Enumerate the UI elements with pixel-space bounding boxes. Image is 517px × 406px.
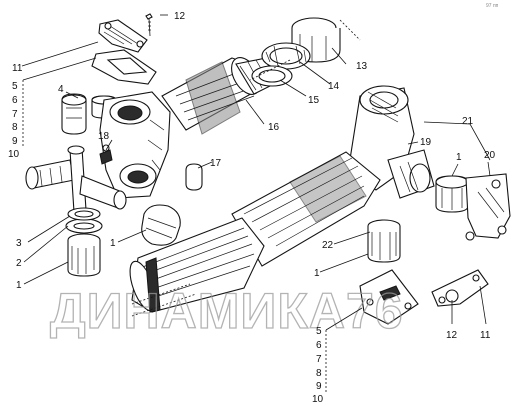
- part-plug-17: [185, 163, 203, 191]
- part-clamp-20: [465, 173, 511, 241]
- part-washer-3: [67, 207, 101, 221]
- part-outer-tube: [231, 151, 381, 267]
- callout-9-bottom: 9: [316, 381, 322, 392]
- callout-3: 3: [16, 238, 22, 249]
- callout-18: 18: [98, 131, 110, 142]
- part-yoke-housing: [99, 91, 171, 199]
- callout-9-left: 9: [12, 136, 18, 147]
- watermark-text: ДИНАМИКА76: [50, 283, 404, 339]
- callout-13: 13: [356, 61, 368, 72]
- part-spline-shaft: [129, 217, 265, 317]
- callout-1-bottom-left: 1: [16, 280, 22, 291]
- callout-7-left: 7: [12, 109, 18, 120]
- callout-7-bottom: 7: [316, 354, 322, 365]
- callout-8-left: 8: [12, 122, 18, 133]
- part-bearing-cup-1-left: [67, 233, 101, 277]
- callout-22: 22: [322, 240, 334, 251]
- callout-6-bottom: 6: [316, 340, 322, 351]
- callout-10-left: 10: [8, 149, 20, 160]
- callout-labels: 12 11 5 6 4 7 8 9 10 18 17 13 14 15 16 2…: [8, 11, 496, 405]
- corner-mark: 97 пп: [486, 3, 499, 9]
- callout-11-left: 11: [12, 63, 23, 74]
- part-bottom-lock-plate: [431, 269, 489, 307]
- callout-4: 4: [58, 84, 64, 95]
- callout-12-bottom: 12: [446, 330, 458, 341]
- callout-19: 19: [420, 137, 432, 148]
- part-bottom-cover: [359, 269, 419, 325]
- callout-8-bottom: 8: [316, 368, 322, 379]
- part-top-flange-cover: [98, 19, 148, 53]
- part-top-screw: [145, 13, 153, 37]
- part-bushing-1-right: [435, 175, 469, 213]
- callout-6-left: 6: [12, 95, 18, 106]
- callout-5-left: 5: [12, 81, 18, 92]
- part-seal-ring-2: [65, 218, 103, 234]
- callout-16: 16: [268, 122, 280, 133]
- callout-14: 14: [328, 81, 340, 92]
- part-left-bushing-4: [61, 93, 87, 135]
- part-main-housing-19: [347, 85, 435, 199]
- part-bearing-cup-1-mid: [141, 204, 181, 246]
- part-shaft-16: [161, 57, 275, 135]
- callout-21: 21: [462, 116, 474, 127]
- leader-lines: [21, 14, 491, 392]
- callout-10-bottom: 10: [312, 394, 324, 405]
- callout-1-right: 1: [456, 152, 462, 163]
- callout-20: 20: [484, 150, 496, 161]
- part-ring-14: [261, 42, 311, 70]
- callout-17: 17: [210, 158, 222, 169]
- callout-5-bottom: 5: [316, 326, 322, 337]
- callout-11-bottom: 11: [480, 330, 491, 341]
- part-grease-nipple-18: [99, 144, 113, 165]
- part-bearing-cup-1-lower: [367, 219, 401, 263]
- callout-1-mid: 1: [110, 238, 116, 249]
- callout-2: 2: [16, 258, 22, 269]
- part-top-gasket: [91, 49, 157, 85]
- callout-12-top: 12: [174, 11, 186, 22]
- part-cross-spider: [25, 145, 127, 213]
- callout-1-lower-mid: 1: [314, 268, 320, 279]
- callout-15: 15: [308, 95, 320, 106]
